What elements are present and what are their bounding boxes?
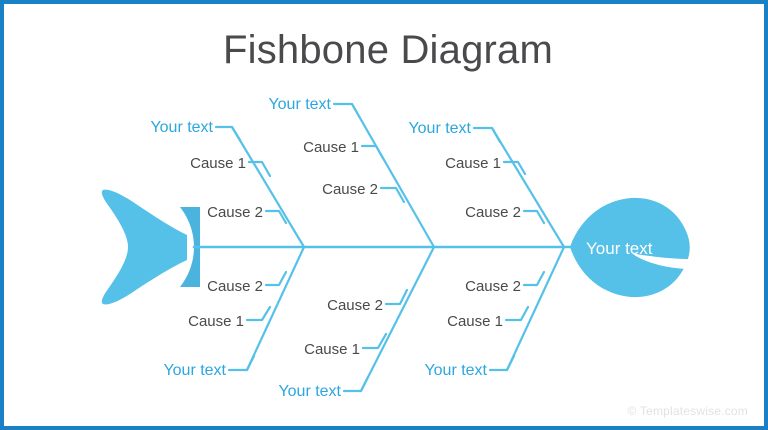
bone-top-1-stub-cause-2 xyxy=(264,209,288,225)
fish-mouth xyxy=(632,253,692,269)
bone-top-2-stub-cause-2 xyxy=(379,186,406,204)
bone-bottom-1-stub-cause-1 xyxy=(245,305,272,322)
branch-top-3-cause-1[interactable]: Cause 1 xyxy=(445,155,501,172)
bone-bottom-2-stub-cause-1 xyxy=(361,332,388,350)
branch-top-2-cause-2[interactable]: Cause 2 xyxy=(322,181,378,198)
fish-head-label[interactable]: Your text xyxy=(586,239,653,258)
branch-bottom-2-cause-2[interactable]: Cause 2 xyxy=(327,297,383,314)
page-title: Fishbone Diagram xyxy=(222,28,554,72)
bone-top-1-stub-header xyxy=(214,125,242,142)
bone-bottom-1-stub-header xyxy=(227,354,256,372)
bone-bottom-3 xyxy=(505,245,566,372)
fish-head-shape xyxy=(570,197,690,298)
branch-top-2-header[interactable]: Your text xyxy=(268,96,331,113)
bone-top-3-stub-cause-1 xyxy=(502,160,527,176)
bone-bottom-3-stub-header xyxy=(488,354,516,372)
fish-tail-shape xyxy=(101,189,187,305)
bone-top-1-stub-cause-1 xyxy=(247,160,272,178)
branch-bottom-1-header[interactable]: Your text xyxy=(163,362,226,379)
bone-bottom-3-stub-cause-2 xyxy=(522,270,546,287)
bone-top-3-stub-header xyxy=(472,126,502,144)
bone-top-2-stub-header xyxy=(332,102,362,120)
watermark: © Templateswise.com xyxy=(627,404,748,418)
bone-top-3-stub-cause-2 xyxy=(522,209,546,225)
bone-top-2-stub-cause-1 xyxy=(360,144,386,162)
branch-bottom-2-cause-1[interactable]: Cause 1 xyxy=(304,341,360,358)
branch-top-1-header[interactable]: Your text xyxy=(150,119,213,136)
fishbone-diagram-graphic xyxy=(101,102,692,393)
branch-bottom-3-header[interactable]: Your text xyxy=(424,362,487,379)
bone-bottom-1-stub-cause-2 xyxy=(264,270,288,287)
branch-bottom-3-cause-2[interactable]: Cause 2 xyxy=(465,278,521,295)
bone-bottom-2-stub-header xyxy=(342,375,370,393)
bone-bottom-1 xyxy=(245,245,306,372)
bone-bottom-2-stub-cause-2 xyxy=(384,288,409,306)
branch-bottom-3-cause-1[interactable]: Cause 1 xyxy=(447,313,503,330)
branch-top-2-cause-1[interactable]: Cause 1 xyxy=(303,139,359,156)
bone-bottom-2 xyxy=(359,245,436,393)
bone-top-1 xyxy=(230,125,306,249)
branch-bottom-2-header[interactable]: Your text xyxy=(278,383,341,400)
branch-top-3-header[interactable]: Your text xyxy=(408,120,471,137)
bone-top-3 xyxy=(490,126,566,249)
branch-bottom-1-cause-1[interactable]: Cause 1 xyxy=(188,313,244,330)
fish-tail-connector xyxy=(180,207,200,287)
branch-top-3-cause-2[interactable]: Cause 2 xyxy=(465,204,521,221)
bone-top-2 xyxy=(350,102,436,249)
branch-top-1-cause-1[interactable]: Cause 1 xyxy=(190,155,246,172)
branch-bottom-1-cause-2[interactable]: Cause 2 xyxy=(207,278,263,295)
branch-top-1-cause-2[interactable]: Cause 2 xyxy=(207,204,263,221)
bone-bottom-3-stub-cause-1 xyxy=(504,305,530,322)
